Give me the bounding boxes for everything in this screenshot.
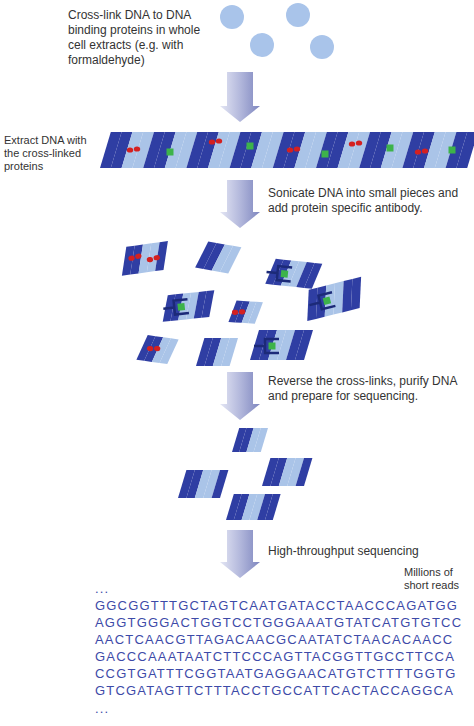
protein-dot bbox=[349, 141, 355, 146]
dna-fragment bbox=[262, 458, 312, 486]
protein-dot bbox=[415, 149, 421, 154]
dna-fragment bbox=[118, 241, 172, 276]
protein-dot bbox=[135, 253, 142, 259]
step-arrow bbox=[220, 372, 260, 420]
protein-circle bbox=[220, 5, 244, 29]
target-protein bbox=[247, 143, 254, 150]
sequence-read: AACTCAACGTTAGACAACGCAATATCTAACACAACC bbox=[95, 631, 453, 648]
step-arrow bbox=[220, 72, 260, 122]
sequence-read: GACCCAAATAATCTTCCCAGTTACGGTTGCCTTCCA bbox=[95, 648, 455, 665]
helix-band bbox=[254, 428, 268, 452]
helix-band bbox=[160, 337, 179, 365]
target-protein bbox=[322, 151, 329, 158]
protein-circle bbox=[250, 33, 274, 57]
protein-dot bbox=[294, 146, 300, 151]
step-arrow bbox=[220, 180, 260, 228]
protein-circle bbox=[286, 3, 310, 27]
protein-dot bbox=[154, 346, 161, 352]
protein-dot bbox=[232, 310, 239, 316]
protein-dot bbox=[146, 257, 153, 263]
dna-fragment bbox=[160, 290, 217, 322]
helix-band bbox=[295, 330, 313, 360]
target-protein bbox=[323, 297, 331, 305]
dna-fragment bbox=[228, 300, 262, 324]
antibody bbox=[266, 265, 292, 282]
antibody bbox=[163, 299, 189, 316]
step-arrow bbox=[220, 530, 260, 578]
helix-band bbox=[151, 241, 172, 271]
protein-dot bbox=[134, 146, 140, 151]
genomic-dna bbox=[100, 132, 474, 168]
helix-band bbox=[265, 494, 281, 520]
step-label: Sonicate DNA into small pieces and add p… bbox=[268, 186, 464, 216]
antibody bbox=[254, 339, 279, 353]
protein-dot bbox=[147, 346, 154, 352]
sequence-read: ... bbox=[95, 700, 109, 717]
protein-circles bbox=[220, 3, 334, 59]
sequence-read: GGCGGTTTGCTAGTCAATGATACCTAACCCAGATGG bbox=[95, 597, 458, 614]
protein-dot bbox=[153, 255, 160, 261]
protein-dot bbox=[239, 309, 246, 315]
protein-dot bbox=[216, 138, 222, 143]
protein-dot bbox=[287, 147, 293, 152]
helix-band bbox=[199, 290, 217, 317]
step-label: High-throughput sequencing bbox=[268, 544, 464, 559]
target-protein bbox=[281, 270, 289, 278]
target-protein bbox=[387, 145, 394, 152]
step-label: Reverse the cross-links, purify DNA and … bbox=[268, 374, 464, 404]
sequence-read: GTCGATAGTTCTTTACCTGCCATTCACTACCAGGCA bbox=[95, 682, 454, 699]
protein-dot bbox=[356, 140, 362, 145]
dna-helices bbox=[100, 132, 474, 520]
sequence-read: ... bbox=[95, 580, 109, 597]
helix-band bbox=[344, 277, 369, 310]
step-label: Cross-link DNA to DNA binding proteins i… bbox=[68, 8, 210, 68]
dna-fragment bbox=[300, 277, 368, 321]
dna-fragment bbox=[226, 494, 281, 520]
antibody bbox=[308, 292, 336, 312]
target-protein bbox=[177, 303, 185, 311]
helix-band bbox=[221, 338, 238, 366]
protein-dot bbox=[422, 148, 428, 153]
dna-fragment bbox=[250, 330, 313, 360]
step-label: Extract DNA with the cross-linked protei… bbox=[4, 134, 96, 173]
dna-fragment bbox=[195, 240, 241, 275]
dna-fragment bbox=[232, 428, 268, 452]
dna-fragment bbox=[196, 338, 238, 366]
protein-dot bbox=[128, 255, 135, 261]
dna-fragment bbox=[265, 258, 322, 290]
sequence-read: AGGTGGGACTGGTCCTGGGAAATGTATCATGTGTCC bbox=[95, 614, 462, 631]
protein-dot bbox=[209, 139, 215, 144]
dna-fragment bbox=[178, 470, 228, 498]
target-protein bbox=[269, 343, 276, 350]
step-label: Millions of short reads bbox=[404, 566, 470, 592]
dna-fragment bbox=[136, 334, 178, 365]
target-protein bbox=[449, 147, 456, 154]
helix-band bbox=[456, 132, 474, 168]
helix-band bbox=[296, 458, 313, 486]
target-protein bbox=[167, 149, 174, 156]
helix-band bbox=[220, 244, 241, 274]
protein-circle bbox=[310, 35, 334, 59]
helix-band bbox=[304, 262, 322, 289]
sequence-read: CCGTGATTTCGGTAATGAGGAACATGTCTTTTGGTG bbox=[95, 665, 456, 682]
protein-dot bbox=[127, 147, 133, 152]
helix-band bbox=[248, 301, 263, 324]
helix-band bbox=[212, 470, 229, 498]
